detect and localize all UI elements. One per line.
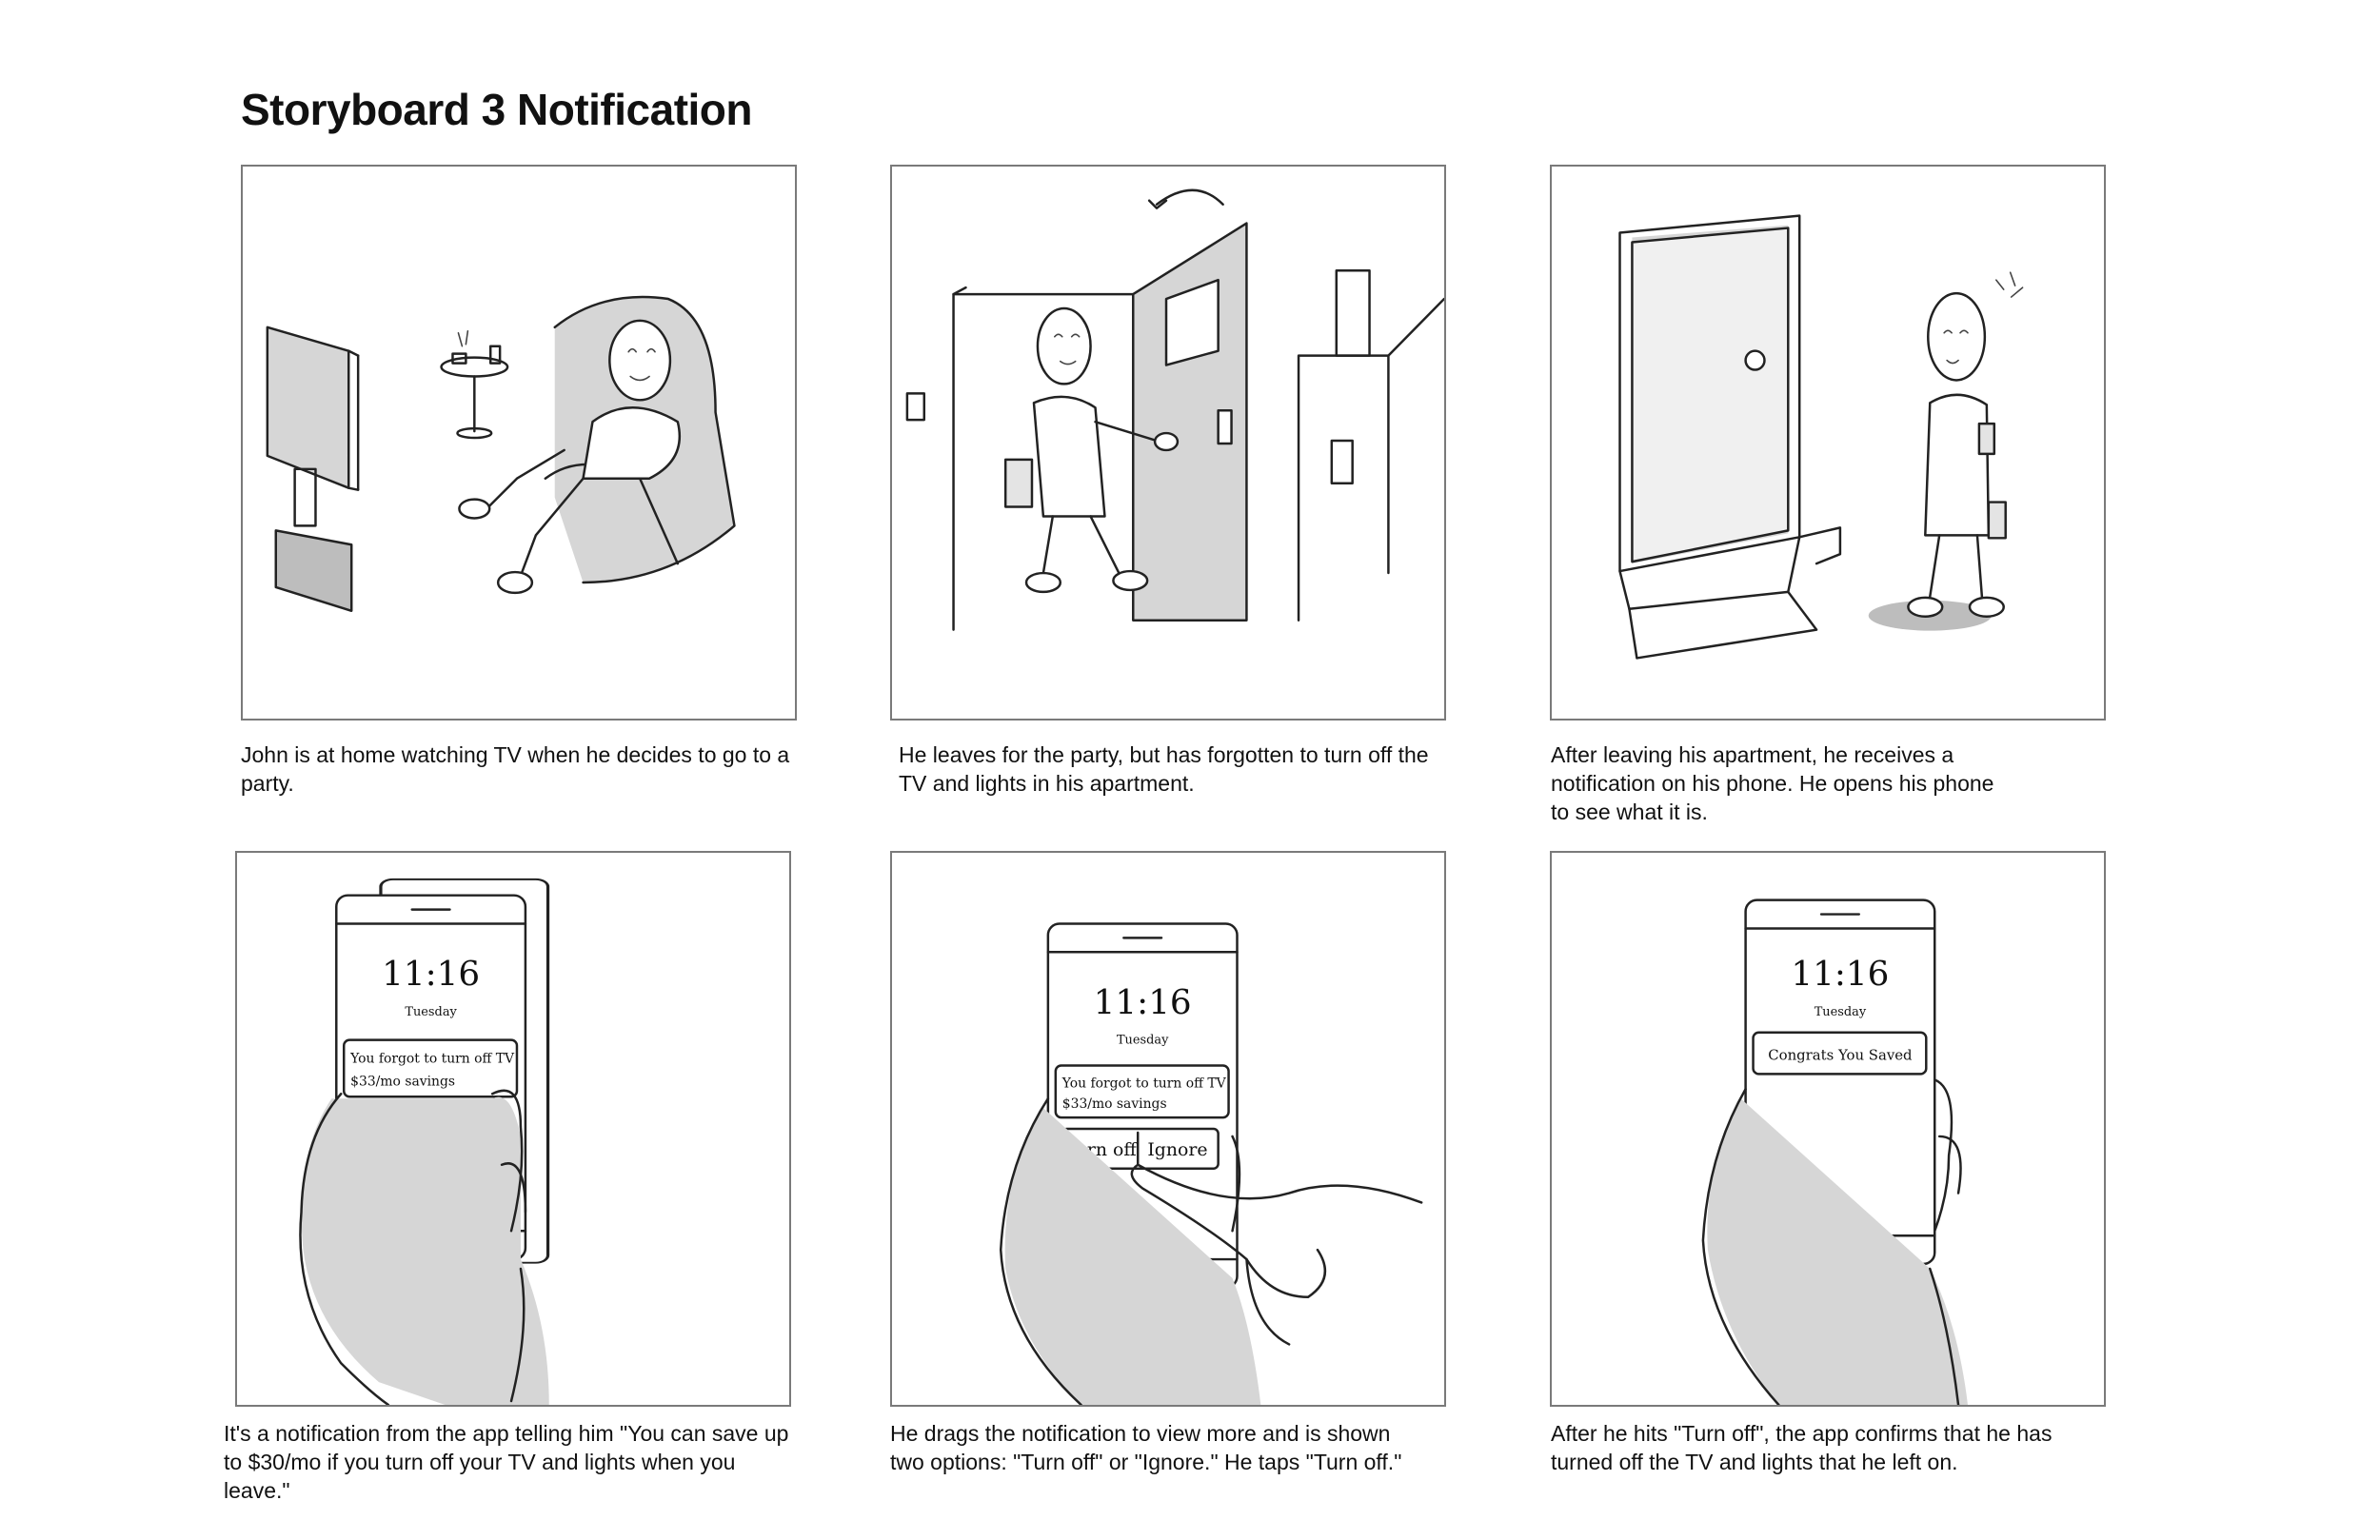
panel-2-sketch: [905, 188, 1444, 631]
notification-line-1: You forgot to turn off TV: [1061, 1076, 1227, 1091]
phone-date: Tuesday: [405, 1005, 457, 1019]
panel-6: 11:16 Tuesday Congrats You Saved: [1550, 851, 2106, 1407]
panel-6-caption: After he hits "Turn off", the app confir…: [1551, 1421, 2053, 1474]
panel-3: [1550, 165, 2106, 721]
notification-line-2: $33/mo savings: [350, 1074, 455, 1089]
phone-time: 11:16: [382, 955, 480, 994]
phone-time: 11:16: [1791, 955, 1889, 994]
panel-4: 11:16 Tuesday You forgot to turn off TV …: [235, 851, 791, 1407]
panel-1-sketch: [266, 295, 736, 613]
panel-1: [241, 165, 797, 721]
panel-6-sketch: 11:16 Tuesday Congrats You Saved: [1701, 898, 1968, 1405]
phone-date: Tuesday: [1815, 1005, 1867, 1019]
panel-4-caption: It's a notification from the app telling…: [224, 1421, 789, 1503]
notification-line-1: You forgot to turn off TV: [349, 1051, 515, 1066]
page-title: Storyboard 3 Notification: [241, 85, 752, 134]
notification-line-2: $33/mo savings: [1062, 1096, 1167, 1112]
phone-date: Tuesday: [1117, 1034, 1169, 1048]
confirmation-message: Congrats You Saved: [1768, 1047, 1913, 1064]
panel-2: [890, 165, 1446, 721]
panel-5: 11:16 Tuesday You forgot to turn off TV …: [890, 851, 1446, 1407]
panel-4-sketch: 11:16 Tuesday You forgot to turn off TV …: [299, 878, 550, 1405]
panel-5-sketch: 11:16 Tuesday You forgot to turn off TV …: [999, 922, 1423, 1405]
panel-5-caption: He drags the notification to view more a…: [890, 1421, 1402, 1474]
panel-1-caption: John is at home watching TV when he deci…: [241, 742, 790, 796]
ignore-option[interactable]: Ignore: [1147, 1139, 1207, 1160]
panel-2-caption: He leaves for the party, but has forgott…: [899, 742, 1429, 796]
panel-3-caption: After leaving his apartment, he receives…: [1551, 742, 1994, 824]
panel-3-sketch: [1618, 214, 2024, 660]
phone-time: 11:16: [1094, 983, 1192, 1022]
